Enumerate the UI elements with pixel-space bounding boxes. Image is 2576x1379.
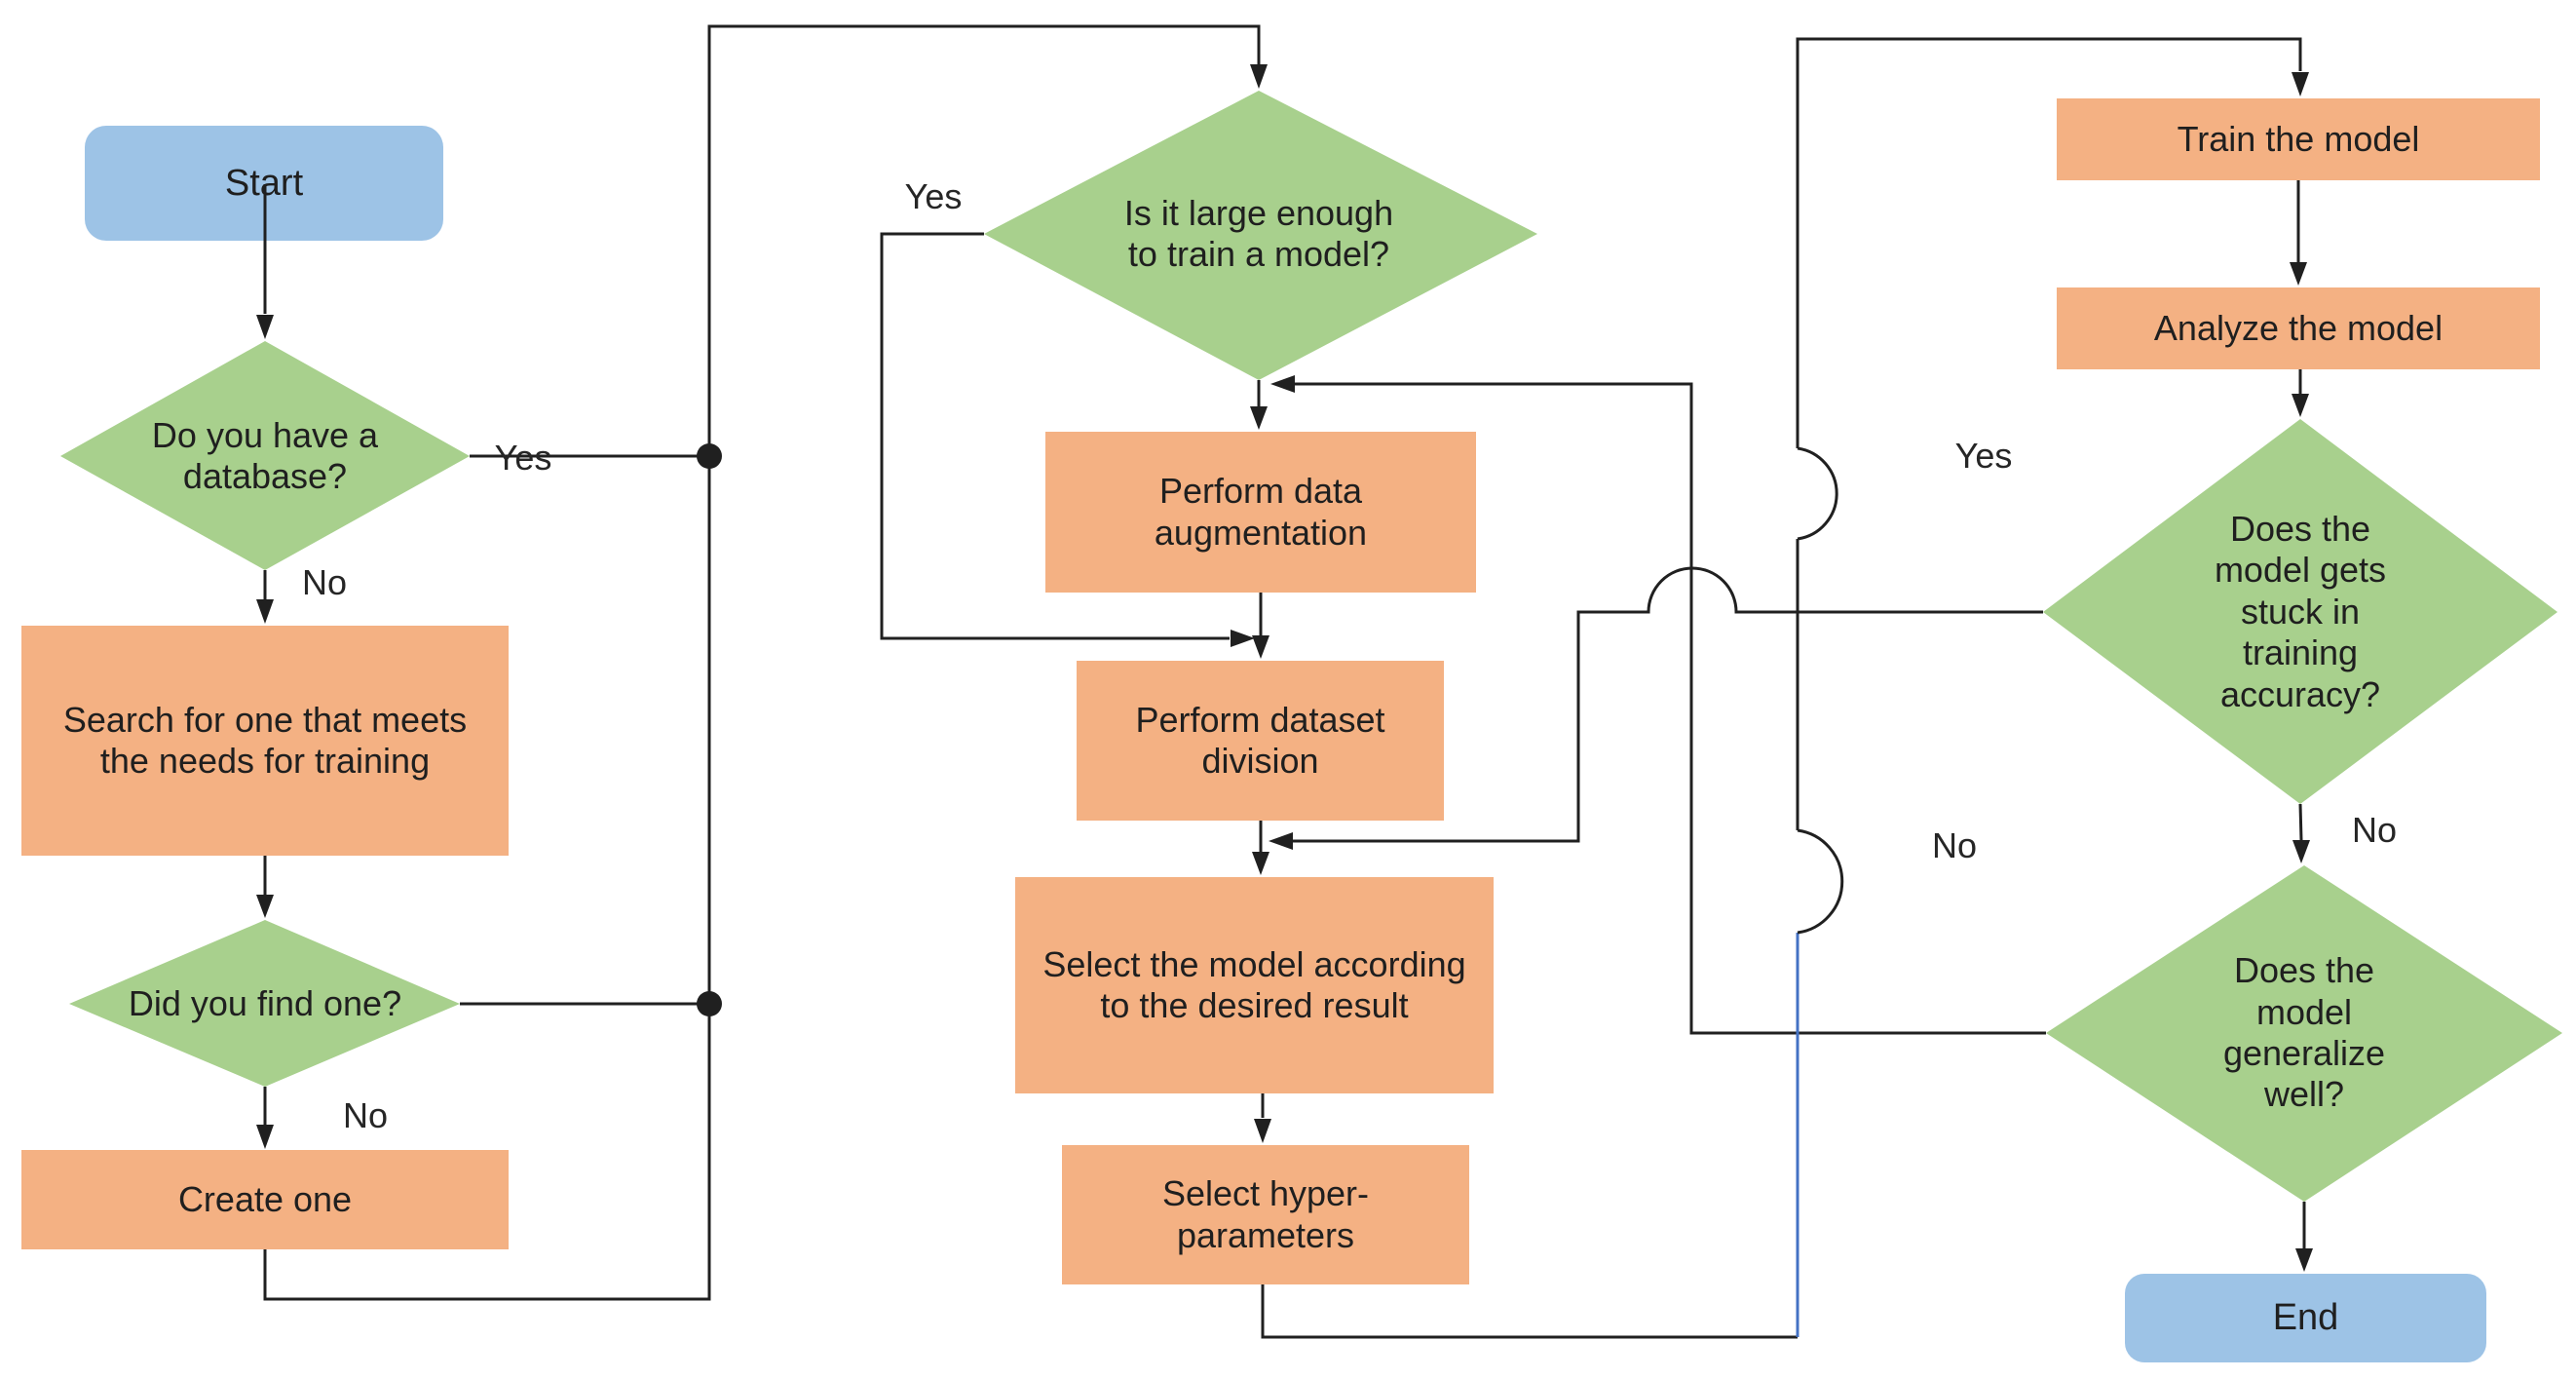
junction-dot-have-database-yes — [697, 443, 722, 469]
node-create-one-shape — [21, 1150, 509, 1249]
edge-right-riser-hop-upper — [1797, 446, 1838, 541]
node-stuck-shape — [2043, 419, 2557, 804]
edge-generalize-no-return — [1294, 382, 2046, 1035]
arrowhead-into-train — [2292, 72, 2309, 96]
edge-hyperparams-bottom-run — [1261, 1284, 1798, 1339]
arrowhead-into-hyperparams — [1254, 1119, 1271, 1143]
edge-right-riser-hop-lower — [1797, 828, 1844, 935]
edge-stuck-yes-return — [1292, 566, 2043, 843]
arrowhead-generalize-no-return — [1270, 375, 1295, 393]
arrowhead-into-end — [2295, 1248, 2313, 1272]
junction-dot-found-one-yes — [697, 991, 722, 1016]
arrowhead-into-generalize — [2292, 840, 2310, 863]
arrowhead-stuck-yes-return — [1269, 832, 1293, 850]
node-division-shape — [1077, 661, 1444, 821]
arrowhead-into-large-enough — [1250, 64, 1268, 89]
arrowhead-into-found-one — [256, 895, 274, 918]
node-hyperparams-shape — [1062, 1145, 1469, 1284]
node-have-database-shape — [60, 341, 470, 570]
edge-large-enough-yes-skip — [880, 232, 1230, 640]
node-found-one-shape — [69, 920, 460, 1087]
node-select-model-shape — [1015, 877, 1494, 1093]
arrowhead-into-analyze — [2290, 262, 2307, 286]
arrowhead-into-select-model — [1252, 852, 1269, 875]
arrowhead-into-division — [1252, 635, 1269, 659]
arrowhead-into-search-dataset — [256, 599, 274, 624]
arrowhead-into-create-one — [256, 1125, 274, 1149]
arrowhead-into-have-database — [256, 315, 274, 339]
node-start-shape — [85, 126, 443, 241]
node-augmentation-shape — [1045, 432, 1476, 593]
node-analyze-shape — [2057, 287, 2540, 369]
node-search-dataset-shape — [21, 626, 509, 856]
arrowhead-large-enough-yes — [1231, 630, 1255, 647]
node-large-enough-shape — [984, 91, 1537, 380]
edge-right-riser-to-train — [1796, 37, 2302, 448]
node-train-shape — [2057, 98, 2540, 180]
edge-stuck-no — [2298, 803, 2303, 841]
edge-left-trunk-to-large-enough — [263, 24, 1261, 1301]
node-generalize-shape — [2046, 865, 2562, 1202]
node-end-shape — [2125, 1274, 2486, 1362]
arrowhead-into-augmentation — [1250, 406, 1268, 430]
arrowhead-into-stuck — [2292, 394, 2309, 417]
